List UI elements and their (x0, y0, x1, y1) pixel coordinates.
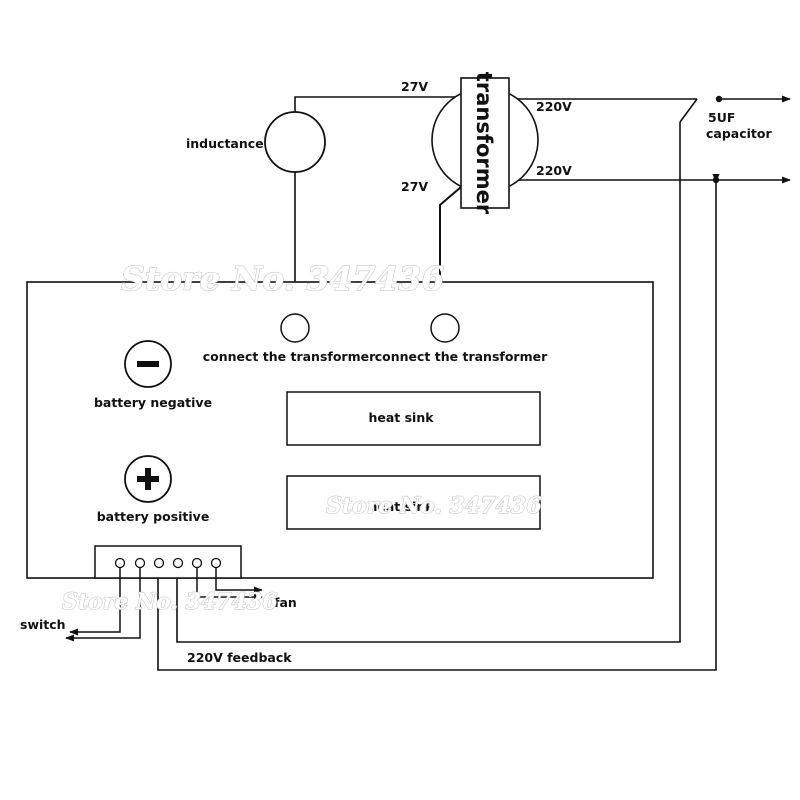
label-220v-feedback: 220V feedback (187, 650, 292, 665)
capacitor-terminal-bottom (712, 176, 720, 184)
wire-fan-1 (196, 568, 263, 601)
label-capacitor: capacitor (706, 126, 772, 141)
capacitor-terminal-top (715, 95, 723, 103)
connector-pin-5 (191, 557, 203, 569)
label-capacitor-value: 5UF (708, 110, 735, 125)
connector-pin-2 (134, 557, 146, 569)
connector-pin-1 (114, 557, 126, 569)
label-connect-transformer-left: connect the transformer (203, 349, 376, 364)
label-fan: fan (274, 595, 297, 610)
wire-capacitor-return (176, 122, 681, 643)
transformer: transformer (431, 72, 539, 215)
wire-27v-top (294, 96, 461, 282)
watermark-middle: Store No. 347436 (326, 493, 542, 519)
label-27v-top: 27V (401, 79, 428, 94)
label-220v-bottom: 220V (536, 163, 572, 178)
connector-pins (114, 557, 222, 569)
capacitor-switch-blade (679, 98, 698, 123)
wire-27v-bottom (439, 186, 462, 282)
watermark-top: Store No. 347436 (121, 259, 444, 298)
connector-pin-3 (153, 557, 165, 569)
label-inductance: inductance (186, 136, 264, 151)
label-switch: switch (20, 617, 66, 632)
transformer-label: transformer (472, 72, 496, 215)
label-battery-negative: battery negative (94, 395, 212, 410)
label-heat-sink-top: heat sink (368, 410, 434, 425)
heat-sink-bottom (286, 475, 541, 530)
minus-icon (137, 361, 159, 367)
pin-wiring (65, 568, 263, 642)
heat-sink-top (286, 391, 541, 446)
wire-fan-2 (215, 568, 263, 594)
transformer-terminal-right (430, 313, 460, 343)
label-27v-bottom: 27V (401, 179, 428, 194)
plus-icon (137, 468, 159, 490)
transformer-terminal-left (280, 313, 310, 343)
wire-feedback (157, 173, 720, 671)
top-wiring (157, 95, 791, 671)
label-connect-transformer-right: connect the transformer (375, 349, 548, 364)
watermark-bottom: Store No. 347436 (62, 589, 278, 615)
connector-pin-4 (172, 557, 184, 569)
wire-switch-2 (65, 568, 141, 642)
transformer-body (460, 77, 510, 209)
inductance-coil (264, 111, 326, 173)
label-heat-sink-bottom: heat sink (368, 499, 434, 514)
wire-switch-1 (69, 568, 121, 636)
label-battery-positive: battery positive (97, 509, 210, 524)
connector-pin-6 (210, 557, 222, 569)
label-220v-top: 220V (536, 99, 572, 114)
